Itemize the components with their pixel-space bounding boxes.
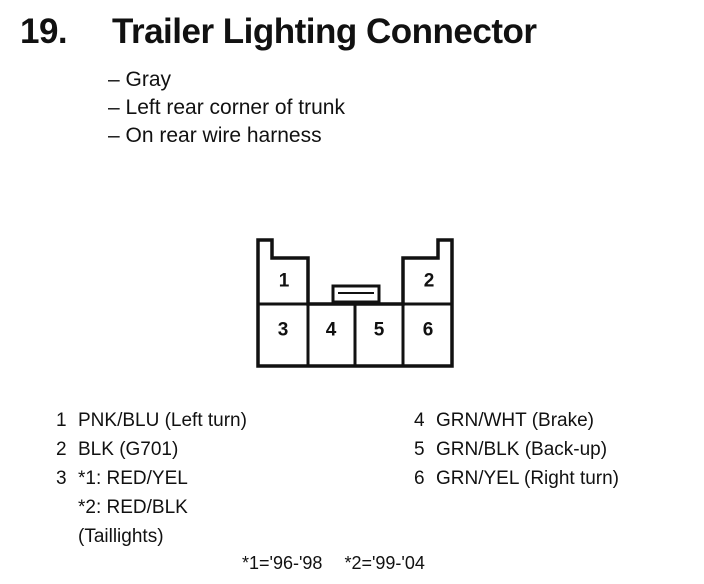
pin-legend-left: 1 PNK/BLU (Left turn) 2 BLK (G701) 3 *1: RE… <box>56 406 247 551</box>
legend-pin-number: 3 <box>56 468 67 489</box>
legend-wire-text: *2: RED/BLK <box>78 497 188 518</box>
legend-pin-number <box>56 522 78 551</box>
legend-item: 3 *1: RED/YEL <box>56 464 247 493</box>
pin-6-label: 6 <box>423 320 434 341</box>
legend-pin-number: 6 <box>414 468 425 489</box>
title-text: Trailer Lighting Connector <box>112 12 537 51</box>
page-title: 19. Trailer Lighting Connector <box>20 12 537 52</box>
connector-housing <box>256 238 454 368</box>
legend-item: 2 BLK (G701) <box>56 435 247 464</box>
detail-harness: – On rear wire harness <box>108 124 322 147</box>
legend-item: *2: RED/BLK <box>56 493 247 522</box>
legend-wire-text: GRN/BLK (Back-up) <box>436 439 608 460</box>
legend-item: 6 GRN/YEL (Right turn) <box>414 464 619 493</box>
pin-4-label: 4 <box>326 320 337 341</box>
detail-color: – Gray <box>108 68 172 91</box>
legend-wire-text: PNK/BLU (Left turn) <box>78 410 247 431</box>
legend-item: 5 GRN/BLK (Back-up) <box>414 435 619 464</box>
legend-wire-text: GRN/WHT (Brake) <box>436 410 594 431</box>
pin-3-label: 3 <box>278 320 289 341</box>
legend-pin-number: 5 <box>414 439 425 460</box>
legend-wire-text: GRN/YEL (Right turn) <box>436 468 620 489</box>
year-footnote: *1='96-'98 *2='99-'04 <box>242 553 425 574</box>
section-number: 19. <box>20 12 68 51</box>
legend-item: 1 PNK/BLU (Left turn) <box>56 406 247 435</box>
pin-1-label: 1 <box>279 271 290 292</box>
connector-details: – Gray – Left rear corner of trunk – On … <box>108 66 345 150</box>
legend-item: 4 GRN/WHT (Brake) <box>414 406 619 435</box>
legend-pin-number <box>56 493 78 522</box>
footnote-1: *1='96-'98 <box>242 553 323 573</box>
legend-wire-text: *1: RED/YEL <box>78 468 188 489</box>
legend-pin-number: 2 <box>56 439 67 460</box>
legend-wire-text: (Taillights) <box>78 526 164 547</box>
footnote-2: *2='99-'04 <box>344 553 425 573</box>
detail-location: – Left rear corner of trunk <box>108 96 345 119</box>
legend-pin-number: 1 <box>56 410 67 431</box>
legend-item: (Taillights) <box>56 522 247 551</box>
connector-latch <box>331 284 381 304</box>
legend-wire-text: BLK (G701) <box>78 439 179 460</box>
pin-5-label: 5 <box>374 320 385 341</box>
pin-2-label: 2 <box>424 271 435 292</box>
pin-legend-right: 4 GRN/WHT (Brake) 5 GRN/BLK (Back-up) 6 GRN… <box>414 406 619 493</box>
legend-pin-number: 4 <box>414 410 425 431</box>
